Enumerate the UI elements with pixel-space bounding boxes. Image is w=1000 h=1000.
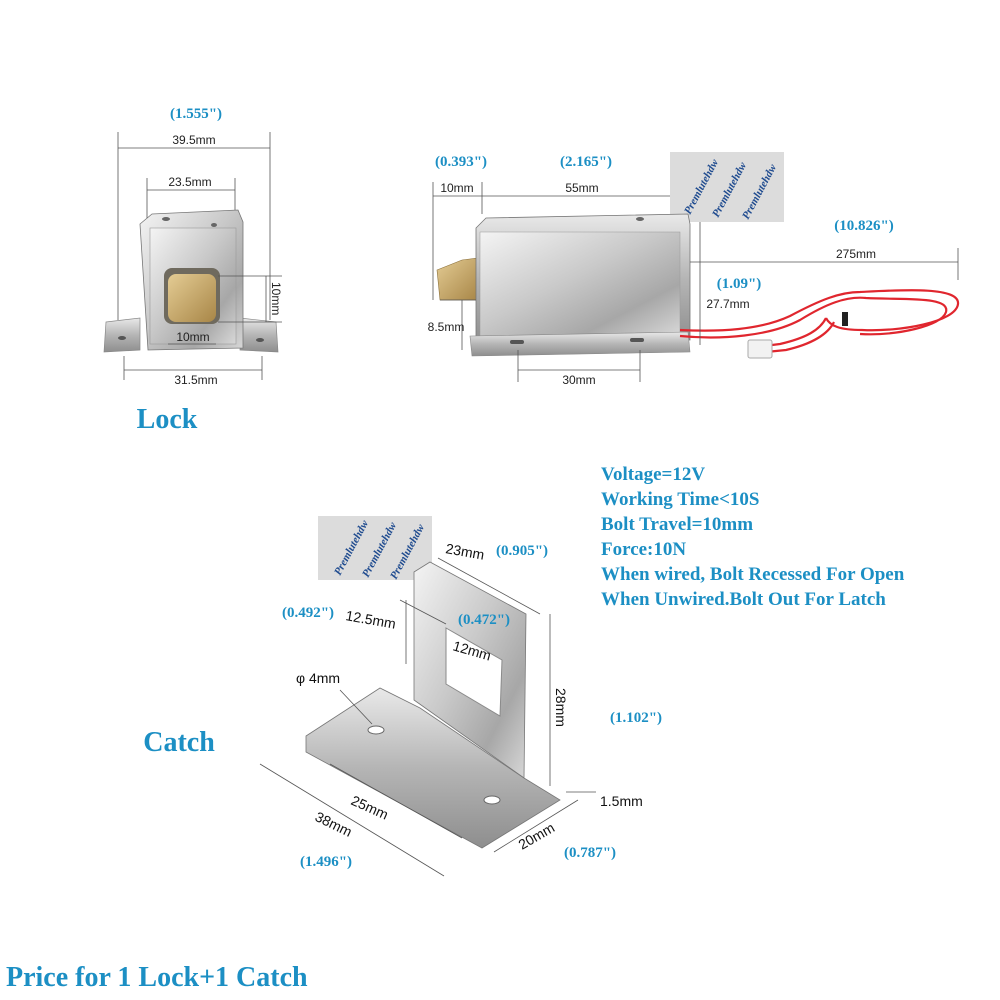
- lock-bolt-side: [436, 257, 479, 301]
- lock-height-inch: (1.09"): [717, 276, 762, 292]
- catch-length-inch: (1.496"): [300, 854, 352, 870]
- lock-wires: [679, 289, 960, 354]
- lock-front-view: (1.555") 39.5mm 23.5mm 10mm 10mm 31.5mm …: [103, 106, 283, 435]
- bolt-length-inch: (0.393"): [435, 154, 487, 170]
- catch-height-inch: (1.102"): [610, 710, 662, 726]
- spec-wired: When wired, Bolt Recessed For Open: [601, 564, 905, 585]
- lock-height-mm: 27.7mm: [706, 297, 749, 311]
- spec-list: Voltage=12V Working Time<10S Bolt Travel…: [601, 464, 905, 610]
- catch-base-width-mm: 20mm: [516, 819, 558, 852]
- lock-base-right: [239, 317, 279, 353]
- catch-view: Premlutehdw Premlutehdw Premlutehdw 23mm…: [143, 516, 662, 877]
- catch-height-mm: 28mm: [553, 688, 569, 727]
- wire-connector: [747, 339, 773, 359]
- cable-length-mm: 275mm: [836, 247, 876, 261]
- lock-base-width: 31.5mm: [174, 373, 217, 387]
- spec-unwired: When Unwired.Bolt Out For Latch: [601, 589, 886, 610]
- body-length-inch: (2.165"): [560, 154, 612, 170]
- cable-length-inch: (10.826"): [834, 218, 894, 234]
- lock-base-left: [103, 317, 141, 353]
- spec-force: Force:10N: [601, 539, 686, 560]
- catch-thickness: 1.5mm: [600, 793, 643, 809]
- lock-inner-width: 23.5mm: [168, 175, 211, 189]
- body-length-mm: 55mm: [565, 181, 598, 195]
- spec-bolt-travel: Bolt Travel=10mm: [601, 514, 753, 535]
- lock-bolt-face: [168, 274, 216, 322]
- lock-width-inch: (1.555"): [170, 106, 222, 122]
- lock-window-width: 10mm: [176, 330, 209, 344]
- catch-hole-spacing: 25mm: [349, 792, 391, 822]
- catch-label: Catch: [143, 727, 215, 758]
- bolt-length-mm: 10mm: [440, 181, 473, 195]
- lock-side-view: (0.393") (2.165") 10mm 55mm Premlutehdw …: [428, 152, 960, 387]
- catch-width-inch: (0.905"): [496, 543, 548, 559]
- price-note: Price for 1 Lock+1 Catch: [6, 962, 308, 993]
- lock-width-mm: 39.5mm: [172, 133, 215, 147]
- catch-width-mm: 23mm: [444, 540, 485, 563]
- lock-label: Lock: [137, 404, 198, 435]
- hole-spacing: 30mm: [562, 373, 595, 387]
- spec-voltage: Voltage=12V: [601, 464, 705, 485]
- catch-window: [445, 627, 503, 717]
- watermark-sticker-top: Premlutehdw Premlutehdw Premlutehdw: [670, 152, 784, 222]
- lock-window-height: 10mm: [269, 282, 283, 315]
- bolt-height: 8.5mm: [428, 320, 465, 334]
- catch-base-width-inch: (0.787"): [564, 845, 616, 861]
- catch-window-h-mm: 12.5mm: [344, 607, 397, 632]
- catch-hole-diameter: φ 4mm: [296, 670, 340, 686]
- catch-window-h-inch: (0.492"): [282, 605, 334, 621]
- catch-window-w-inch: (0.472"): [458, 612, 510, 628]
- spec-working-time: Working Time<10S: [601, 489, 759, 510]
- catch-length-mm: 38mm: [313, 808, 355, 839]
